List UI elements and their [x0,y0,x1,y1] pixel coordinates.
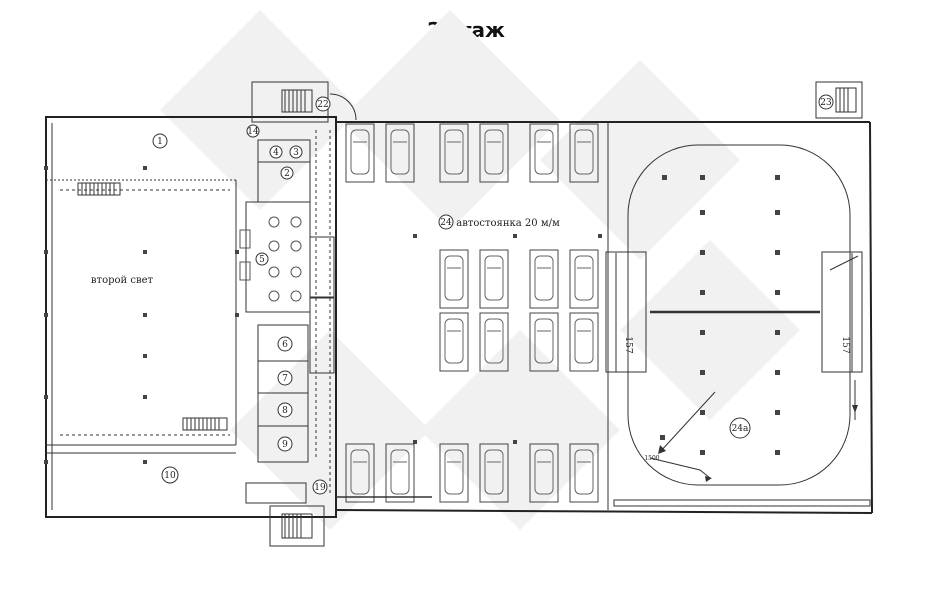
room-label: 14 [247,127,259,137]
parking-space [569,312,599,372]
parking-space [479,123,509,183]
parking-space [479,312,509,372]
parking-space [439,123,469,183]
columns-ramp [413,175,780,455]
car-icon [444,449,464,495]
room-markers: 1 2 3 4 5 6 7 8 9 10 14 19 22 23 24 24а [152,94,834,495]
stair-towers [281,87,857,539]
room-label: 10 [164,471,176,481]
room-label: 5 [259,255,265,265]
room-label: 3 [293,148,299,158]
car-icon [444,318,464,364]
parking-space [479,249,509,309]
dim-left-label: 157 [623,336,633,353]
room-label: 1 [157,137,163,147]
car-icon [534,318,554,364]
room-label: 24 [440,218,452,228]
car-icon [534,255,554,301]
dim-right-label: 157 [840,336,850,353]
parking-space [529,249,559,309]
car-icon [390,449,410,495]
parking-label: автостоянка 20 м/м [456,218,560,229]
parking-space [479,443,509,503]
room-label: 9 [282,440,288,450]
room-label: 24а [732,424,749,434]
room-label: 6 [282,340,288,350]
car-icon [390,129,410,175]
car-icon [444,255,464,301]
car-icon [444,129,464,175]
ramp-arrows [658,405,858,482]
room-label: 22 [317,100,328,110]
parking-space [529,443,559,503]
parking-space [439,249,469,309]
car-icon [484,318,504,364]
stair-upper [77,182,121,196]
parking-spaces [345,123,599,503]
parking-space [569,443,599,503]
car-icon [574,318,594,364]
room-label: 2 [284,169,290,179]
room-label: 8 [282,406,288,416]
parking-space [345,443,375,503]
car-icon [574,129,594,175]
parking-space [439,312,469,372]
car-icon [484,129,504,175]
car-icon [484,255,504,301]
car-icon [350,449,370,495]
cafe-furniture [239,216,302,302]
car-icon [574,449,594,495]
car-icon [350,129,370,175]
dim-small-label: 1500 [644,455,659,462]
car-icon [534,129,554,175]
service-rooms [245,81,863,547]
parking-space [569,123,599,183]
columns-left [44,166,239,464]
parking-space [385,443,415,503]
room-label: 7 [282,374,288,384]
car-icon [574,255,594,301]
parking-space [529,123,559,183]
stair-lower [182,417,228,431]
room-label: 19 [314,483,326,493]
second-light-label: второй свет [91,275,154,286]
car-icon [484,449,504,495]
room-label: 23 [820,98,832,108]
left-block [46,123,237,510]
parking-space [529,312,559,372]
room-label: 4 [273,148,279,158]
parking-space [569,249,599,309]
parking-space [385,123,415,183]
parking-space [439,443,469,503]
car-icon [534,449,554,495]
ramp-area [336,122,871,510]
parking-space [345,123,375,183]
